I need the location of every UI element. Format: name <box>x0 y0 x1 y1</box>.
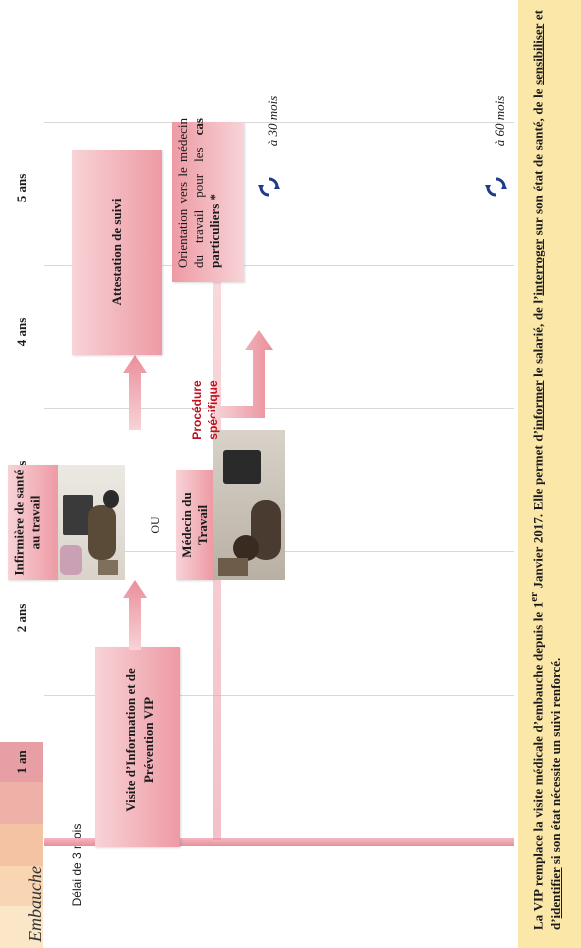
vip-label: Visite d’Information et de Prévention VI… <box>100 650 180 830</box>
procedure-arrow-icon <box>215 330 273 418</box>
vip-box <box>95 647 180 847</box>
note-box <box>518 0 581 948</box>
attestation-box <box>72 150 162 355</box>
timeline-segment-3 <box>0 866 43 906</box>
orientation-star: * <box>207 193 222 201</box>
infirmiere-text: Infirmière de santé au travail <box>11 469 42 576</box>
timeline-segment-2 <box>0 824 43 866</box>
orientation-label: Orientation vers le médecin du travail p… <box>175 118 241 268</box>
gridline-3 <box>44 408 514 409</box>
arrow-to-attestation-icon <box>123 355 147 430</box>
delai-label: Délai de 3 mois <box>70 823 84 907</box>
year-2-label: 2 ans <box>14 603 29 633</box>
infirmiere-box <box>8 465 58 580</box>
attestation-label: Attestation de suivi <box>109 198 124 306</box>
orientation-text: Orientation vers le médecin du travail p… <box>175 118 206 268</box>
year-4-label: 4 ans <box>14 317 29 347</box>
cycle-30-label: à 30 mois <box>265 95 280 147</box>
gridline-5 <box>44 122 514 123</box>
vip-text: Visite d’Information et de Prévention VI… <box>123 668 156 812</box>
year-5-label: 5 ans <box>14 173 29 203</box>
note-text: La VIP remplace la visite médicale d’emb… <box>528 10 564 930</box>
cycle-60-label: à 60 mois <box>492 95 507 147</box>
medecin-text: Médecin du Travail <box>179 492 210 558</box>
nurse-photo <box>58 465 125 580</box>
medecin-label: Médecin du Travail <box>175 480 215 570</box>
gridline-4 <box>44 265 514 266</box>
gridline-1 <box>44 695 514 696</box>
timeline-segment-1 <box>0 742 43 782</box>
cycle-60-icon <box>485 177 507 197</box>
main-bar-bottom <box>213 840 514 846</box>
embauche-label: Embauche <box>24 866 45 942</box>
timeline-arrowhead <box>0 928 43 948</box>
or-label: OU <box>147 516 162 534</box>
procedure-line1: Procédure <box>190 380 204 440</box>
doctor-photo <box>213 430 285 580</box>
year-1-label: 1 an <box>14 750 29 774</box>
medecin-box <box>176 470 213 580</box>
timeline-segment-1b <box>0 782 43 824</box>
orientation-box <box>172 122 244 282</box>
cycle-30-icon <box>258 177 280 197</box>
infirmiere-label: Infirmière de santé au travail <box>5 463 50 583</box>
arrow-vip-to-nurse-icon <box>123 580 147 650</box>
